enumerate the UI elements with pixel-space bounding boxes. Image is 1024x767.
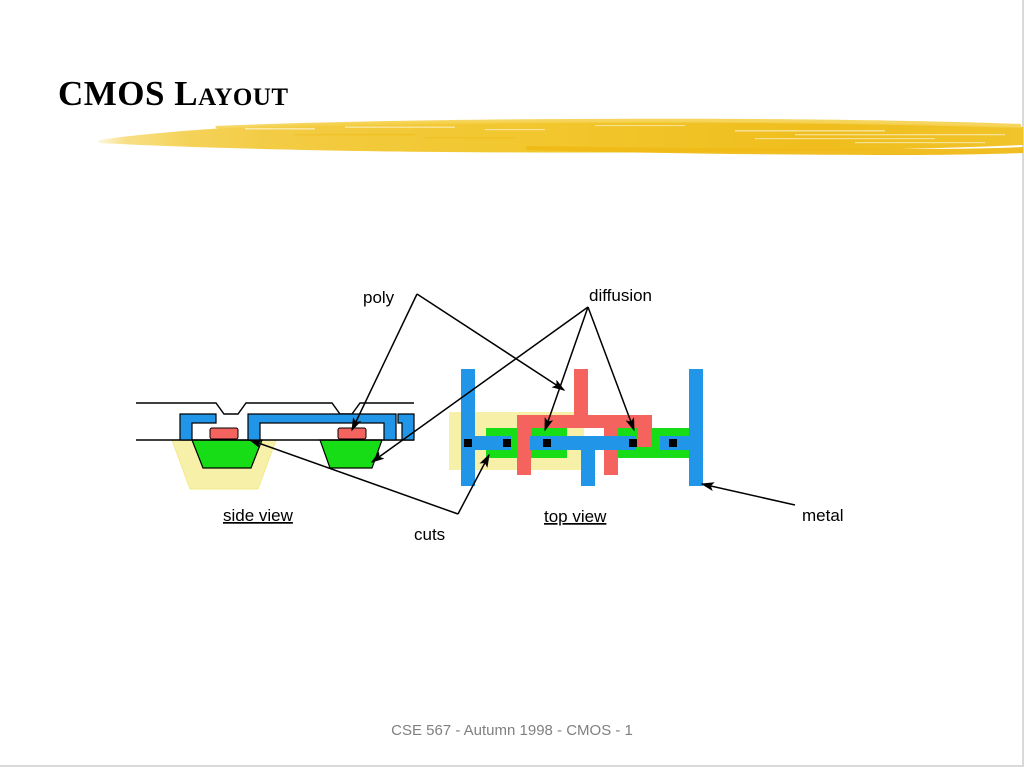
slide-footer: CSE 567 - Autumn 1998 - CMOS - 1 <box>391 722 633 739</box>
title-brush-rule <box>95 112 1023 160</box>
leader-cuts-to-side <box>248 439 459 515</box>
top-view-metal-strap-left <box>461 436 511 450</box>
side-view-metal-middle <box>247 413 397 441</box>
leader-diffusion-to-top-left <box>544 306 589 432</box>
label-metal: metal <box>802 506 844 525</box>
leader-diffusion-to-top-right <box>587 306 635 432</box>
top-view-metal-output-tail <box>581 436 595 486</box>
label-diffusion: diffusion <box>589 286 652 305</box>
top-view-metal-strap-right <box>660 436 703 450</box>
side-view-metal-right <box>397 413 415 441</box>
leader-diffusion-to-side <box>370 306 589 463</box>
side-view-diffusion-left <box>191 439 263 469</box>
label-side-view: side view <box>223 506 294 525</box>
leader-poly-to-side <box>351 293 418 432</box>
leader-metal <box>700 482 796 506</box>
top-view-poly-input-stem <box>574 369 588 419</box>
side-view-diffusion-right <box>319 439 383 469</box>
side-view-oxide-contour <box>136 402 414 415</box>
top-view-poly-right-leg <box>638 415 652 447</box>
top-view-metal-rail-left <box>461 369 475 486</box>
top-view-poly-gate-left <box>517 415 531 475</box>
top-view-metal-rail-right <box>689 369 703 486</box>
top-view-cut-2 <box>503 439 511 447</box>
label-cuts: cuts <box>414 525 445 544</box>
annotation-leaders <box>248 293 796 515</box>
label-poly: poly <box>363 288 395 307</box>
top-view-diagram <box>449 369 703 486</box>
leader-cuts-to-top <box>457 453 490 515</box>
top-view-cut-4 <box>629 439 637 447</box>
top-view-cut-3 <box>543 439 551 447</box>
side-view-metal-left <box>179 413 217 441</box>
leader-poly-to-top <box>416 293 566 391</box>
side-view-diagram <box>136 402 415 490</box>
side-view-poly-gate-left <box>209 427 239 440</box>
label-top-view: top view <box>544 507 607 526</box>
top-view-cut-1 <box>464 439 472 447</box>
page-title: CMOS Layout <box>58 74 289 113</box>
top-view-cut-5 <box>669 439 677 447</box>
